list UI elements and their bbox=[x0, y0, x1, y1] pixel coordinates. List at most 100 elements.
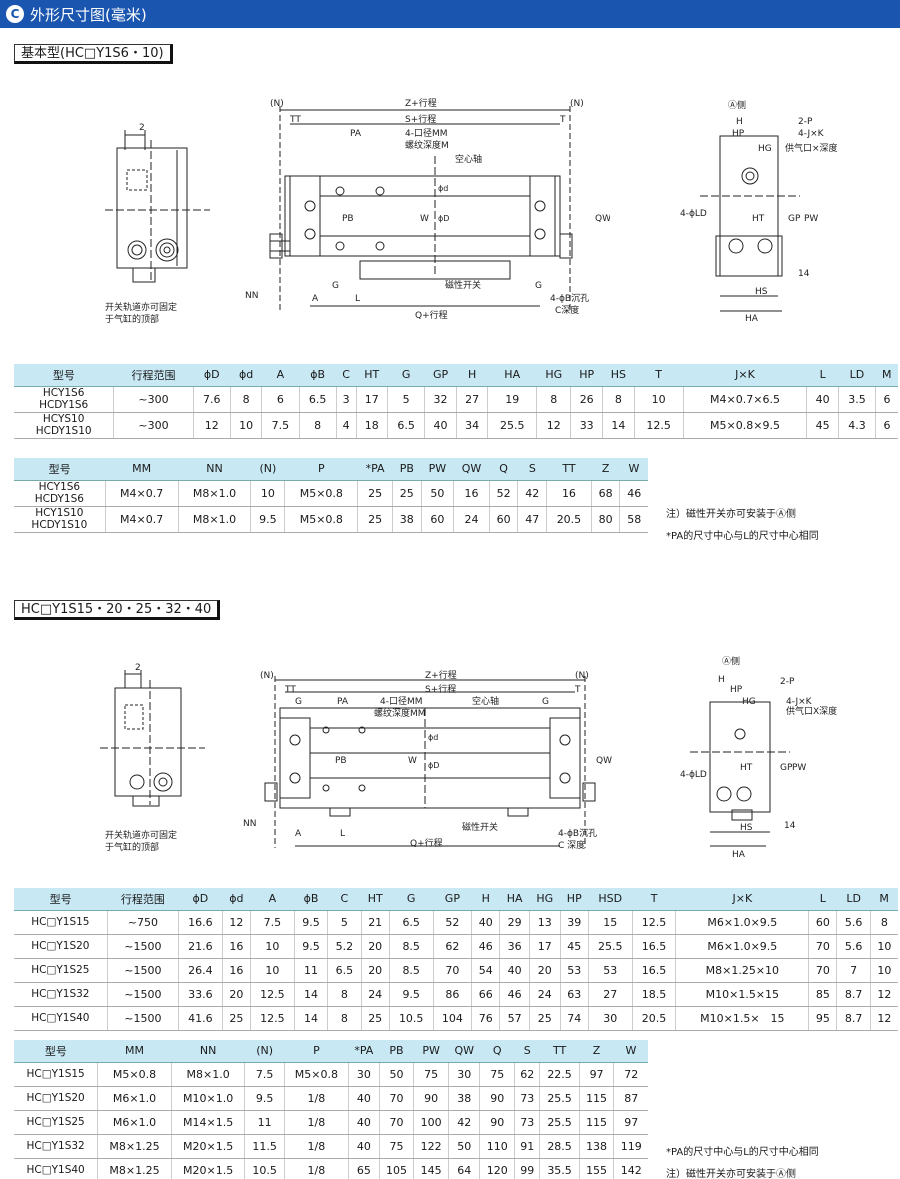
table-cell: ~1500 bbox=[106, 934, 179, 959]
column-header: M bbox=[870, 888, 898, 911]
table-cell: 60 bbox=[808, 910, 837, 935]
table-cell: M6×1.0 bbox=[97, 1086, 172, 1111]
table-cell: 5.6 bbox=[836, 934, 871, 959]
dim-b: 4-ϕB沉孔 bbox=[550, 293, 589, 304]
table-cell: 72 bbox=[613, 1062, 648, 1087]
table-cell: 12 bbox=[869, 982, 898, 1007]
label2-hollow-shaft: 空心轴 bbox=[472, 695, 499, 707]
side-note-2: 于气缸的顶部 bbox=[105, 313, 159, 325]
side2-note-2: 于气缸的顶部 bbox=[105, 841, 159, 853]
end2-dim-h: H bbox=[718, 675, 725, 685]
column-header: ϕd bbox=[230, 364, 262, 387]
table-cell: 76 bbox=[471, 1006, 500, 1031]
table-cell: HCY1S6 HCDY1S6 bbox=[14, 386, 114, 413]
section1-end-view: Ⓐ侧 H HP 2-P 4-J×K HG 供气口×深度 4-ϕLD HT GP … bbox=[680, 99, 838, 324]
table-cell: 34 bbox=[455, 412, 488, 439]
table-cell: 8 bbox=[298, 412, 337, 439]
table-cell: 45 bbox=[559, 934, 589, 959]
table-cell: 53 bbox=[559, 958, 589, 983]
table-cell: 46 bbox=[499, 982, 530, 1007]
table-cell: 18 bbox=[355, 412, 388, 439]
table-cell: 16 bbox=[221, 934, 251, 959]
table-cell: ~1500 bbox=[106, 1006, 179, 1031]
end2-dim-hs: HS bbox=[740, 823, 753, 833]
table-cell: 40 bbox=[471, 910, 500, 935]
table-cell: 6.5 bbox=[388, 910, 434, 935]
dim2-w: W bbox=[408, 756, 417, 766]
dim-g-right: G bbox=[535, 281, 542, 291]
table-cell: 3 bbox=[335, 386, 357, 413]
table-cell: M4×0.7 bbox=[104, 480, 179, 507]
table-cell: 6.5 bbox=[327, 958, 362, 983]
column-header: MM bbox=[97, 1040, 172, 1063]
table-cell: 24 bbox=[453, 506, 490, 533]
table-cell: M8×1.25×10 bbox=[675, 958, 809, 983]
dim-phid: ϕd bbox=[438, 184, 448, 193]
table-cell: M8×1.25 bbox=[97, 1158, 172, 1179]
table-cell: 5.2 bbox=[327, 934, 362, 959]
table-cell: 16.5 bbox=[631, 934, 676, 959]
dim2-phiD: ϕD bbox=[428, 761, 439, 770]
table-cell: 8.7 bbox=[836, 1006, 871, 1031]
table-cell: 91 bbox=[514, 1134, 540, 1159]
table-cell: 62 bbox=[432, 934, 472, 959]
table-cell: 20 bbox=[360, 958, 390, 983]
dim-tt: TT bbox=[289, 115, 301, 125]
column-header: HG bbox=[529, 888, 561, 911]
column-header: P bbox=[284, 458, 358, 481]
end-dim-hg: HG bbox=[758, 144, 772, 154]
table-cell: 25.5 bbox=[587, 934, 633, 959]
table-cell: 17 bbox=[355, 386, 388, 413]
table-cell: 12.5 bbox=[631, 910, 676, 935]
dim2-tt: TT bbox=[284, 685, 296, 695]
table-cell: 11.5 bbox=[244, 1134, 285, 1159]
dim2-a: A bbox=[295, 829, 302, 839]
end2-dim-14: 14 bbox=[784, 821, 796, 831]
side2-dim-2: 2 bbox=[135, 663, 141, 673]
table-cell: 74 bbox=[559, 1006, 589, 1031]
column-header: G bbox=[389, 888, 434, 911]
column-header: PW bbox=[413, 1040, 449, 1063]
column-header: NN bbox=[178, 458, 251, 481]
table-cell: 138 bbox=[578, 1134, 614, 1159]
column-header: QW bbox=[448, 1040, 480, 1063]
table-cell: 54 bbox=[471, 958, 500, 983]
table-cell: 87 bbox=[613, 1086, 648, 1111]
table-cell: 10 bbox=[869, 934, 898, 959]
dim2-s: S+行程 bbox=[425, 683, 456, 695]
column-header: (N) bbox=[244, 1040, 285, 1063]
table-cell: 119 bbox=[613, 1134, 648, 1159]
table-cell: 22.5 bbox=[539, 1062, 580, 1087]
table-cell: 9.5 bbox=[293, 910, 328, 935]
table-cell: 6 bbox=[261, 386, 300, 413]
end2-dim-hg: HG bbox=[742, 697, 756, 707]
table-cell: 39 bbox=[559, 910, 589, 935]
table-cell: 38 bbox=[391, 506, 422, 533]
table-cell: 10 bbox=[229, 412, 262, 439]
section-badge: C bbox=[6, 5, 24, 23]
dim2-q: Q+行程 bbox=[410, 837, 443, 849]
column-header: H bbox=[471, 888, 500, 911]
column-header: ϕD bbox=[178, 888, 223, 911]
table-cell: HC□Y1S40 bbox=[14, 1006, 108, 1031]
dim-m: 螺纹深度M bbox=[405, 139, 449, 151]
table-cell: ~300 bbox=[113, 386, 194, 413]
table-cell: 5 bbox=[327, 910, 362, 935]
column-header: TT bbox=[539, 1040, 580, 1063]
table-cell: 60 bbox=[420, 506, 454, 533]
table-cell: 9.5 bbox=[293, 934, 328, 959]
table-cell: 27 bbox=[587, 982, 633, 1007]
end-dim-h: H bbox=[736, 117, 743, 127]
table-cell: 1/8 bbox=[283, 1158, 349, 1179]
table-cell: 50 bbox=[378, 1062, 414, 1087]
end2-dim-p: 2-P bbox=[780, 677, 795, 687]
table-cell: 30 bbox=[348, 1062, 380, 1087]
table-cell: 20 bbox=[528, 958, 561, 983]
dim2-t: T bbox=[574, 685, 581, 695]
table-cell: 75 bbox=[479, 1062, 515, 1087]
